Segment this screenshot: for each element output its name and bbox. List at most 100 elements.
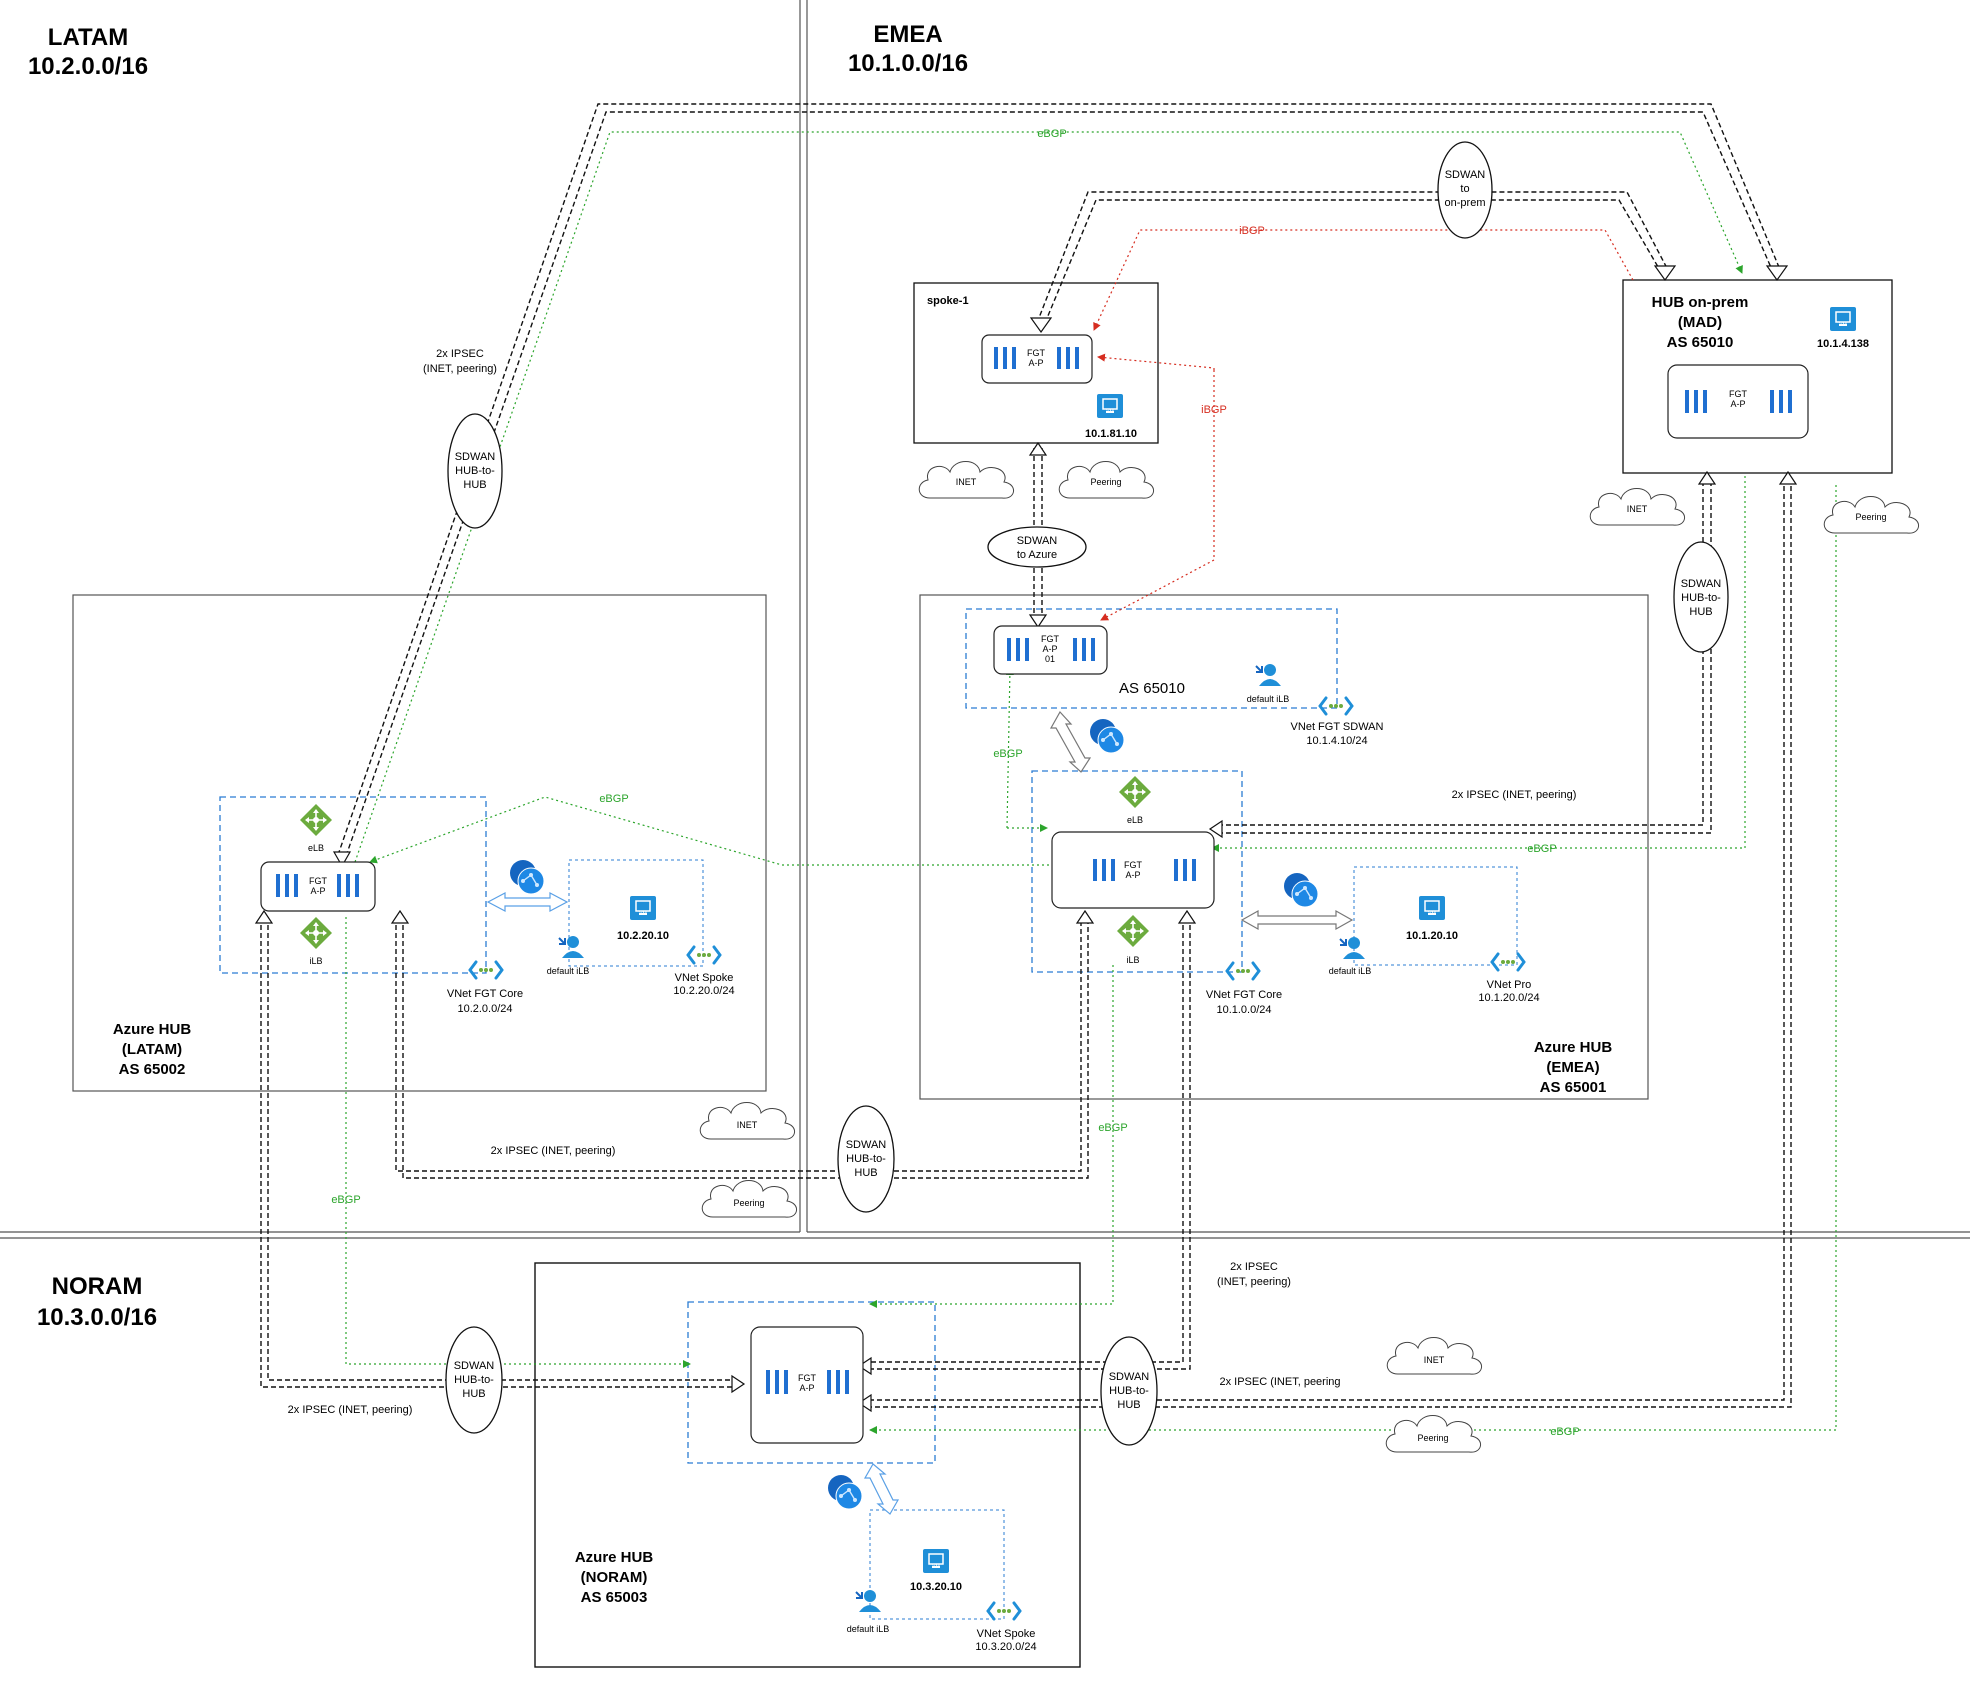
ebgp-label-onprem-emea: eBGP	[1527, 843, 1556, 855]
latam-vm-icon: VM	[629, 895, 657, 921]
svg-text:VM: VM	[932, 1564, 940, 1570]
spoke1-box	[913, 282, 1159, 444]
svg-text:HUB: HUB	[1117, 1399, 1140, 1411]
onprem-title-1: HUB on-prem	[1652, 294, 1749, 311]
emea-vnet-core-box	[1031, 770, 1243, 973]
spoke1-fgt[interactable]: FGT A-P	[981, 334, 1093, 384]
latam-hub-title-3: AS 65002	[119, 1061, 186, 1078]
latam-inet-label: INET	[737, 1120, 758, 1130]
ipsec-links	[260, 103, 1792, 1408]
emea-pro-default-ilb-icon	[1339, 936, 1366, 960]
noram-fgt[interactable]: FGT A-P	[750, 1326, 864, 1444]
latam-peering-icon	[509, 859, 545, 895]
svg-text:HUB-to-: HUB-to-	[455, 465, 495, 477]
emea-pro-peering-icon	[1283, 872, 1319, 908]
noram-title: NORAM	[52, 1273, 143, 1300]
emea-hub-box	[919, 594, 1649, 1100]
sdwan-to-onprem-ellipse: SDWAN to on-prem	[1437, 141, 1493, 239]
spoke1-inet-label: INET	[956, 477, 977, 487]
emea-cidr: 10.1.0.0/16	[848, 50, 968, 77]
svg-text:SDWAN: SDWAN	[846, 1139, 887, 1151]
emea-vm-icon: VM	[1418, 895, 1446, 921]
emea-vnet-pro-cidr: 10.1.20.0/24	[1478, 992, 1539, 1004]
emea-fgt-sdwan-label-2: A-P	[1042, 644, 1057, 654]
emea-pro-default-ilb-label: default iLB	[1329, 966, 1372, 976]
svg-text:SDWAN: SDWAN	[1017, 535, 1058, 547]
noram-vm-ip: 10.3.20.10	[910, 1581, 962, 1593]
svg-text:VM: VM	[1428, 911, 1436, 917]
svg-text:VM: VM	[1106, 409, 1114, 415]
emea-sdwan-default-ilb-icon	[1255, 663, 1282, 687]
emea-hub-title-2: (EMEA)	[1546, 1059, 1599, 1076]
emea-elb-icon	[1118, 775, 1152, 809]
emea-fgt-sdwan[interactable]: FGT A-P 01	[993, 625, 1108, 675]
onprem-fgt-label-1: FGT	[1729, 389, 1747, 399]
latam-elb-icon	[299, 803, 333, 837]
latam-fgt[interactable]: FGT A-P	[260, 861, 376, 912]
noram-hub-title-2: (NORAM)	[581, 1569, 648, 1586]
latam-vnet-spoke-cidr: 10.2.20.0/24	[673, 985, 734, 997]
latam-default-ilb-label: default iLB	[547, 966, 590, 976]
svg-text:HUB: HUB	[854, 1167, 877, 1179]
emea-vnet-sdwan-name: VNet FGT SDWAN	[1291, 721, 1384, 733]
emea-vnet-pro-box	[1353, 866, 1518, 966]
svg-text:HUB: HUB	[462, 1388, 485, 1400]
latam-vnet-spoke-box	[568, 859, 704, 967]
sdwan-hub-to-hub-latam-emea-ellipse: SDWAN HUB-to- HUB	[837, 1105, 895, 1213]
sdwan-hub-to-hub-onprem-ellipse: SDWAN HUB-to- HUB	[1673, 541, 1729, 653]
noram-hub-box	[534, 1262, 1081, 1668]
sdwan-hub-to-hub-latam-ellipse: SDWAN HUB-to- HUB	[447, 413, 503, 529]
ebgp-label-latam-emea: eBGP	[599, 793, 628, 805]
emea-fgt-core-label-1: FGT	[1124, 860, 1142, 870]
latam-vm-ip: 10.2.20.10	[617, 930, 669, 942]
ipsec-label-emea-onprem: 2x IPSEC (INET, peering)	[1452, 789, 1577, 801]
peering-arrows	[486, 710, 1354, 1515]
onprem-box	[1622, 279, 1893, 474]
latam-peering-label: Peering	[733, 1198, 764, 1208]
latam-default-ilb-icon	[558, 935, 585, 959]
svg-text:HUB: HUB	[1689, 606, 1712, 618]
svg-text:VM: VM	[1839, 322, 1847, 328]
spoke1-title: spoke-1	[927, 295, 969, 307]
emea-vnet-core-cidr: 10.1.0.0/24	[1216, 1004, 1271, 1016]
noram-vnet-core-box	[687, 1301, 936, 1464]
latam-elb-label: eLB	[308, 843, 324, 853]
noram-default-ilb-icon	[855, 1589, 882, 1613]
ebgp-label-emea-sdwan: eBGP	[993, 748, 1022, 760]
ebgp-label-emea-noram: eBGP	[1098, 1122, 1127, 1134]
emea-fgt-core-label-2: A-P	[1125, 870, 1140, 880]
svg-text:SDWAN: SDWAN	[455, 451, 496, 463]
noram-vnet-spoke-box	[869, 1509, 1005, 1620]
latam-hub-title-2: (LATAM)	[122, 1041, 182, 1058]
onprem-fgt[interactable]: FGT A-P	[1667, 364, 1809, 439]
onprem-fgt-label-2: A-P	[1730, 399, 1745, 409]
emea-vnet-core-icon	[1225, 961, 1261, 981]
emea-fgt-sdwan-label-1: FGT	[1041, 634, 1059, 644]
ipsec-label-latam-onprem-2: (INET, peering)	[423, 363, 497, 375]
latam-hub-title-1: Azure HUB	[113, 1021, 192, 1038]
spoke1-vm-icon: VM	[1096, 393, 1124, 419]
emea-title: EMEA	[873, 21, 942, 48]
ebgp-label-onprem-noram: eBGP	[1550, 1426, 1579, 1438]
sdwan-hub-to-hub-emea-noram-ellipse: SDWAN HUB-to- HUB	[1100, 1336, 1158, 1446]
onprem-vm-ip: 10.1.4.138	[1817, 338, 1869, 350]
sdwan-to-azure-ellipse: SDWAN to Azure	[987, 526, 1087, 568]
emea-fgt-core[interactable]: FGT A-P	[1051, 831, 1215, 909]
latam-vnet-core-box	[219, 796, 487, 974]
emea-vnet-sdwan-cidr: 10.1.4.10/24	[1306, 735, 1367, 747]
emea-vm-ip: 10.1.20.10	[1406, 930, 1458, 942]
region-dividers	[0, 0, 1970, 1239]
emea-vnet-core-name: VNet FGT Core	[1206, 989, 1282, 1001]
emea-fgt-sdwan-label-3: 01	[1045, 654, 1055, 664]
emea-vnet-pro-name: VNet Pro	[1487, 979, 1532, 991]
ipsec-label-latam-onprem-1: 2x IPSEC	[436, 348, 484, 360]
spoke1-vm-ip: 10.1.81.10	[1085, 428, 1137, 440]
svg-text:HUB-to-: HUB-to-	[454, 1374, 494, 1386]
svg-text:HUB-to-: HUB-to-	[1109, 1385, 1149, 1397]
onprem-title-3: AS 65010	[1667, 334, 1734, 351]
emea-vnet-pro-icon	[1490, 952, 1526, 972]
noram-inet-label: INET	[1424, 1355, 1445, 1365]
emea-ilb-label: iLB	[1126, 955, 1139, 965]
spoke1-fgt-label-2: A-P	[1028, 358, 1043, 368]
ibgp-label-top: iBGP	[1239, 225, 1265, 237]
